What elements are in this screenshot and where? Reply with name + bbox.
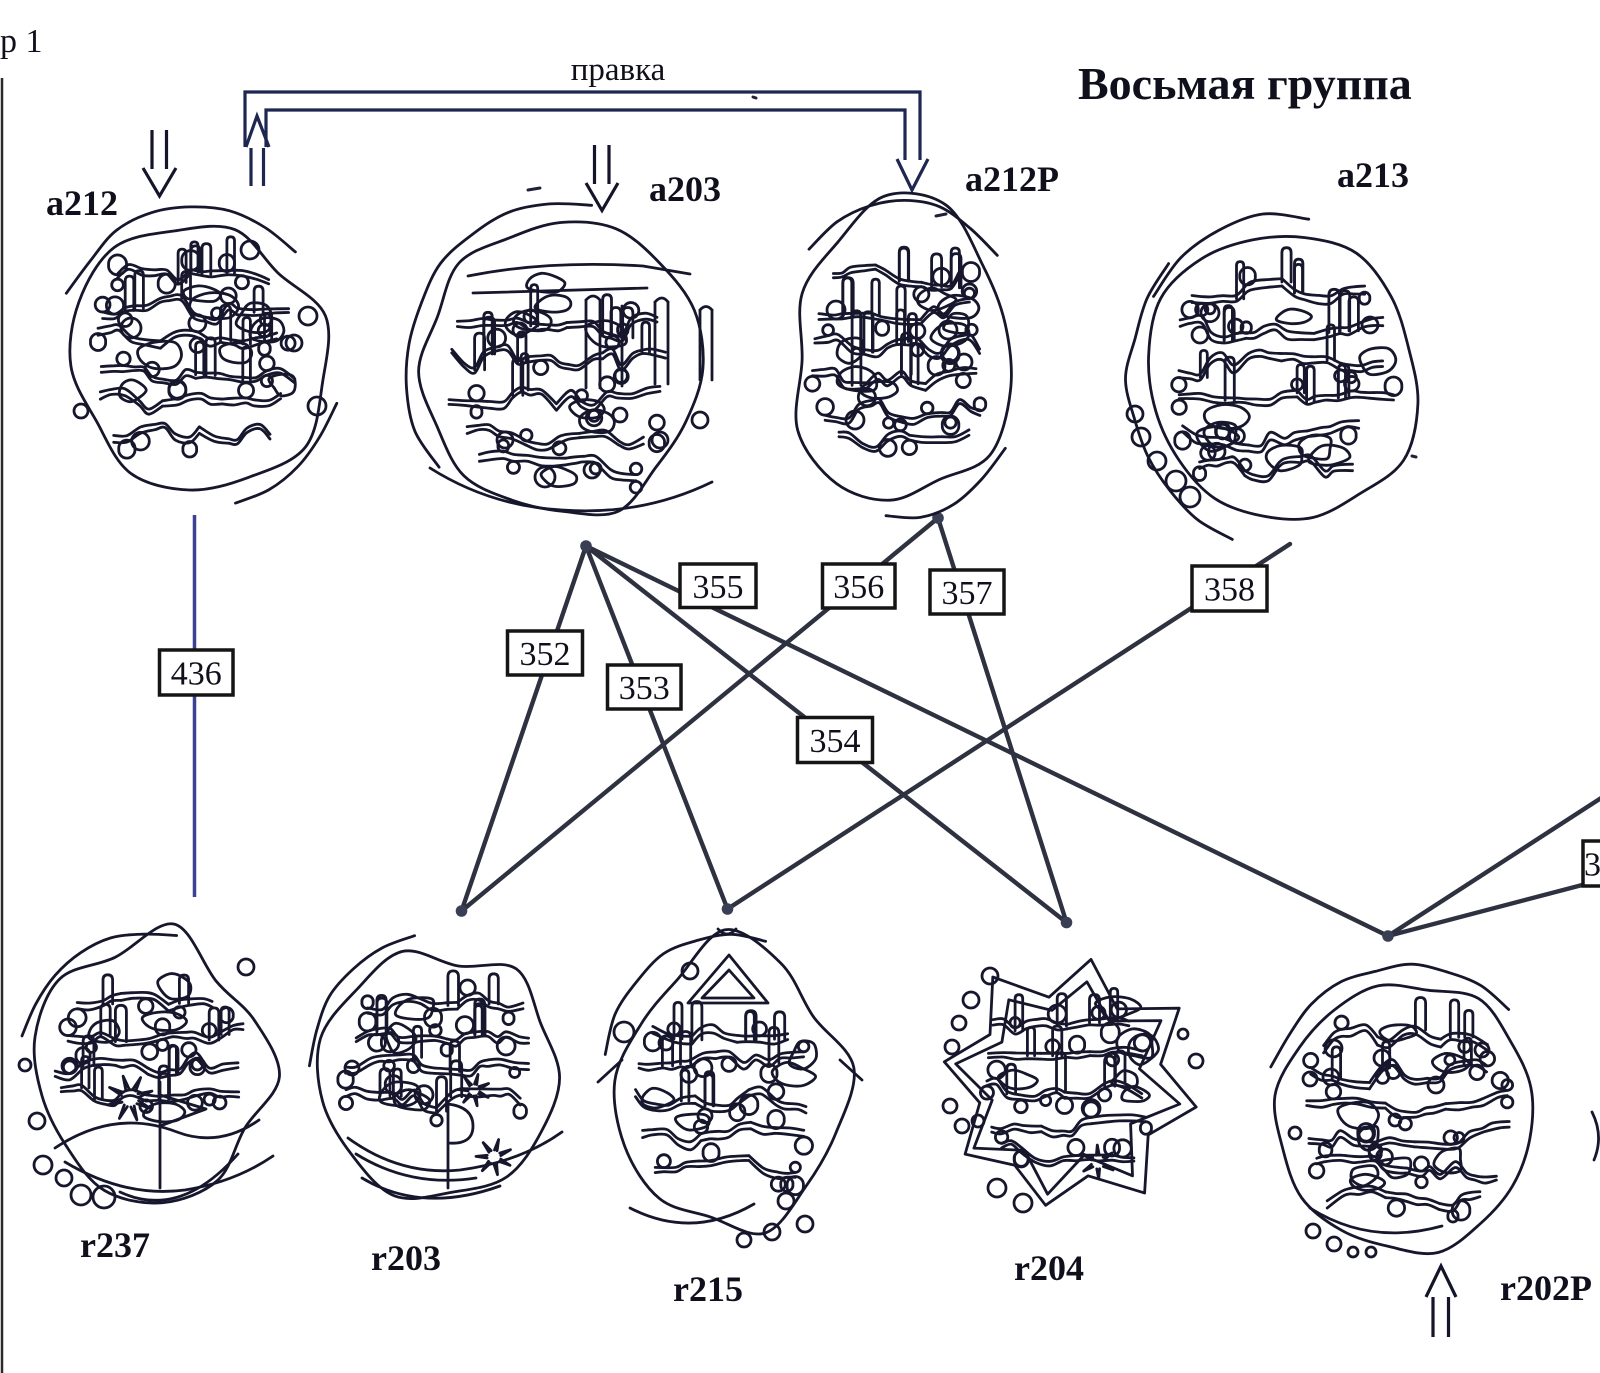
svg-text:a213: a213 — [1337, 155, 1409, 195]
svg-text:436: 436 — [171, 656, 222, 693]
svg-text:r203: r203 — [371, 1238, 441, 1278]
svg-text:352: 352 — [520, 636, 571, 673]
svg-text:r202P: r202P — [1500, 1268, 1592, 1308]
svg-text:гр 1: гр 1 — [0, 23, 42, 60]
svg-text:356: 356 — [833, 569, 884, 606]
svg-text:358: 358 — [1204, 572, 1255, 609]
svg-text:a212P: a212P — [965, 159, 1059, 199]
svg-text:35: 35 — [1584, 847, 1600, 884]
svg-text:354: 354 — [810, 723, 861, 760]
svg-text:357: 357 — [942, 575, 993, 612]
svg-text:Восьмая группа: Восьмая группа — [1078, 58, 1412, 109]
svg-text:r237: r237 — [80, 1225, 150, 1265]
svg-text:353: 353 — [619, 670, 670, 707]
svg-text:a212: a212 — [46, 183, 118, 223]
svg-text:r215: r215 — [673, 1269, 743, 1309]
svg-text:r204: r204 — [1014, 1248, 1084, 1288]
svg-text:a203: a203 — [649, 169, 721, 209]
svg-text:правка: правка — [571, 52, 666, 88]
svg-text:355: 355 — [693, 569, 744, 606]
